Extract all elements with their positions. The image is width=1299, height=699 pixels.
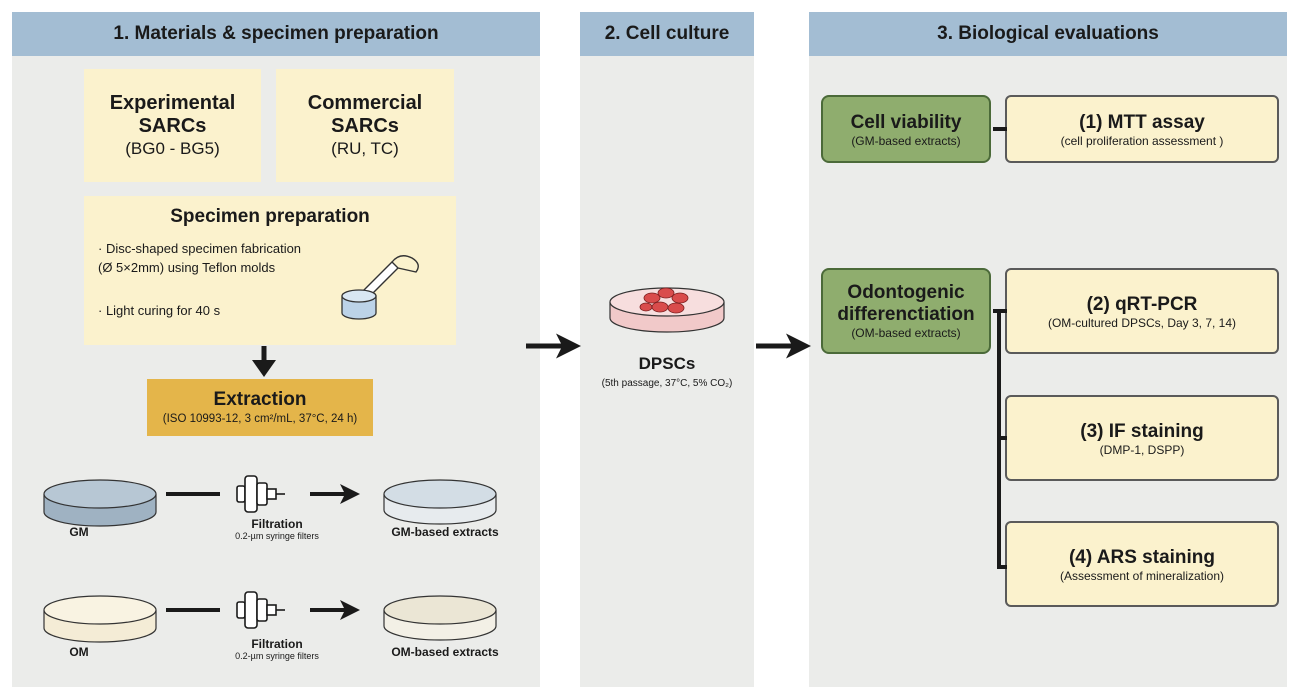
experimental-title-2: SARCs [138, 114, 207, 137]
mtt-assay-box: (1) MTT assay (cell proliferation assess… [1005, 95, 1279, 163]
extraction-sub: (ISO 10993-12, 3 cm²/mL, 37°C, 24 h) [162, 412, 358, 425]
experimental-title-1: Experimental [109, 91, 236, 114]
cell-viability-title: Cell viability [850, 111, 962, 133]
gm-syringe-filter-icon [236, 475, 285, 513]
om-label: OM [69, 645, 89, 659]
qrt-sub: (OM-cultured DPSCs, Day 3, 7, 14) [1047, 315, 1237, 330]
om-result-label: OM-based extracts [391, 645, 499, 659]
arrow-to-extraction-icon [252, 346, 276, 377]
om-extract-dish-icon [383, 595, 497, 641]
qrt-title: (2) qRT-PCR [1086, 293, 1198, 315]
om-filter-sub: 0.2-µm syringe filters [235, 651, 319, 661]
panel-biological-title: 3. Biological evaluations [809, 12, 1287, 56]
mtt-title: (1) MTT assay [1079, 111, 1205, 133]
cell-viability-box: Cell viability (GM-based extracts) [821, 95, 991, 163]
experimental-sub: (BG0 - BG5) [125, 138, 220, 158]
gm-label: GM [69, 525, 89, 539]
dpsc-label: DPSCs [638, 354, 696, 373]
commercial-title-2: SARCs [331, 114, 399, 137]
odontogenic-box: Odontogenic differenctiation (OM-based e… [821, 268, 991, 354]
ars-title: (4) ARS staining [1068, 546, 1216, 568]
odontogenic-title-2: differenctiation [837, 304, 975, 325]
if-sub: (DMP-1, DSPP) [1099, 442, 1185, 457]
if-staining-box: (3) IF staining (DMP-1, DSPP) [1005, 395, 1279, 481]
om-syringe-filter-icon [236, 591, 285, 629]
specimen-bullet-1-line-2: (Ø 5×2mm) using Teflon molds [98, 260, 276, 275]
panel-cell-culture: 2. Cell culture DPSCs (5th passage, 37°C… [580, 12, 754, 687]
panel-materials-title: 1. Materials & specimen preparation [12, 12, 540, 56]
specimen-title: Specimen preparation [170, 206, 370, 227]
mtt-sub: (cell proliferation assessment ) [1060, 133, 1224, 148]
commercial-title-1: Commercial [307, 91, 423, 114]
gm-result-label: GM-based extracts [391, 525, 499, 539]
experimental-sarcs-box: Experimental SARCs (BG0 - BG5) [84, 69, 261, 182]
ars-sub: (Assessment of mineralization) [1059, 568, 1225, 583]
dpsc-sub: (5th passage, 37°C, 5% CO₂) [601, 378, 733, 389]
gm-filtration-text: Filtration [251, 517, 303, 531]
gm-extract-dish-icon [383, 479, 497, 525]
odontogenic-sub: (OM-based extracts) [851, 326, 961, 340]
om-medium-dish-icon [43, 595, 157, 643]
specimen-bullet-1-line-1: · Disc-shaped specimen fabrication [98, 241, 302, 256]
commercial-sub: (RU, TC) [331, 138, 399, 158]
specimen-bullet-1: · Disc-shaped specimen fabrication (Ø 5×… [98, 239, 301, 277]
om-filtration-label: Filtration 0.2-µm syringe filters [222, 637, 332, 661]
extraction-title: Extraction [213, 388, 307, 410]
panel-biological: 3. Biological evaluations Cell viability… [809, 12, 1287, 687]
specimen-disc-icon [341, 289, 377, 320]
gm-medium-dish-icon [43, 479, 157, 527]
panel-cell-culture-title: 2. Cell culture [580, 12, 754, 56]
if-title: (3) IF staining [1080, 420, 1204, 442]
cell-viability-sub: (GM-based extracts) [851, 133, 961, 148]
odontogenic-title-1: Odontogenic [847, 282, 965, 303]
qrt-pcr-box: (2) qRT-PCR (OM-cultured DPSCs, Day 3, 7… [1005, 268, 1279, 354]
ars-staining-box: (4) ARS staining (Assessment of minerali… [1005, 521, 1279, 607]
odonto-connectors [993, 309, 1007, 569]
om-filtration-text: Filtration [251, 637, 303, 651]
petri-dish-cells-icon [609, 287, 725, 333]
gm-filtration-label: Filtration 0.2-µm syringe filters [222, 517, 332, 541]
specimen-bullet-2: · Light curing for 40 s [98, 303, 221, 318]
commercial-sarcs-box: Commercial SARCs (RU, TC) [276, 69, 454, 182]
gm-filter-sub: 0.2-µm syringe filters [235, 531, 319, 541]
extraction-box: Extraction (ISO 10993-12, 3 cm²/mL, 37°C… [147, 379, 373, 436]
